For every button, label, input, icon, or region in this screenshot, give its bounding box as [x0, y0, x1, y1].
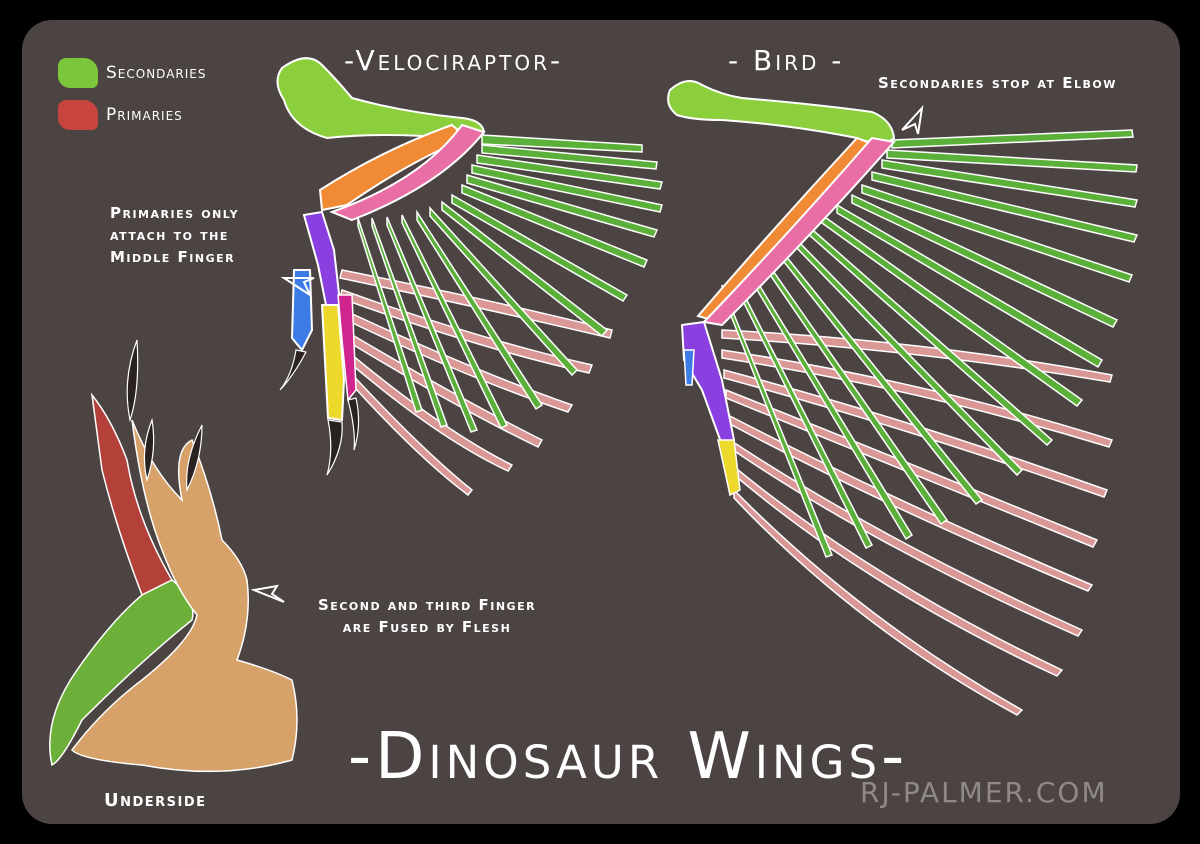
- velociraptor-secondaries: [357, 134, 663, 433]
- wing-illustration: [49, 57, 1139, 773]
- primaries-attach-line-1: Primaries only: [110, 204, 240, 222]
- bird-wrist-band: [701, 136, 896, 327]
- legend-secondaries-label: Secondaries: [106, 63, 207, 83]
- velociraptor-finger-yellow: [320, 304, 346, 422]
- legend-primaries: Primaries: [58, 100, 183, 130]
- underside-primaries: [90, 392, 174, 597]
- legend-primaries-label: Primaries: [106, 105, 183, 125]
- primaries-arrow-icon: [280, 277, 315, 298]
- velociraptor-wing: [276, 57, 663, 497]
- velociraptor-finger-magenta: [337, 294, 357, 402]
- primaries-attach-line-3: Middle Finger: [110, 248, 236, 266]
- bird-digit-yellow: [717, 439, 741, 497]
- velociraptor-title: -Velociraptor-: [344, 44, 564, 77]
- underside-claw-2: [143, 417, 155, 483]
- fused-fingers-line-2: are Fused by Flesh: [342, 618, 512, 636]
- secondaries-stop-note: Secondaries stop at Elbow: [878, 74, 1117, 92]
- bird-humerus: [667, 80, 896, 144]
- fused-arrow-icon: [250, 584, 285, 603]
- fused-fingers-note: Second and third Finger are Fused by Fle…: [318, 594, 536, 638]
- bird-wing: [667, 80, 1139, 716]
- underside-secondaries: [49, 579, 194, 767]
- velociraptor-primaries: [339, 269, 613, 497]
- secondaries-swatch: [58, 58, 98, 88]
- fused-fingers-line-1: Second and third Finger: [318, 596, 537, 614]
- velociraptor-claw-3: [347, 397, 360, 451]
- underside-hand: [49, 339, 298, 773]
- credit-url: RJ-PALMER.COM: [860, 776, 1108, 809]
- legend-secondaries: Secondaries: [58, 58, 207, 88]
- velociraptor-claw-1: [279, 349, 307, 391]
- bird-digit-blue: [683, 349, 695, 386]
- underside-label: Underside: [104, 790, 207, 811]
- velociraptor-wrist-band: [329, 123, 486, 222]
- underside-claw-3: [185, 424, 203, 493]
- bird-secondaries: [721, 129, 1139, 558]
- velociraptor-finger-blue: [290, 269, 314, 352]
- diagram-board: Secondaries Primaries -Velociraptor- - B…: [22, 20, 1180, 824]
- primaries-attach-note: Primaries only attach to the Middle Fing…: [110, 202, 239, 268]
- primaries-swatch: [58, 100, 98, 130]
- primaries-attach-line-2: attach to the: [110, 226, 229, 244]
- elbow-arrow-icon: [901, 104, 924, 135]
- underside-claw-1: [126, 339, 139, 423]
- velociraptor-claw-2: [326, 419, 343, 476]
- main-title: -Dinosaur Wings-: [348, 720, 909, 794]
- velociraptor-forearm: [318, 123, 469, 212]
- bird-title: - Bird -: [728, 44, 845, 77]
